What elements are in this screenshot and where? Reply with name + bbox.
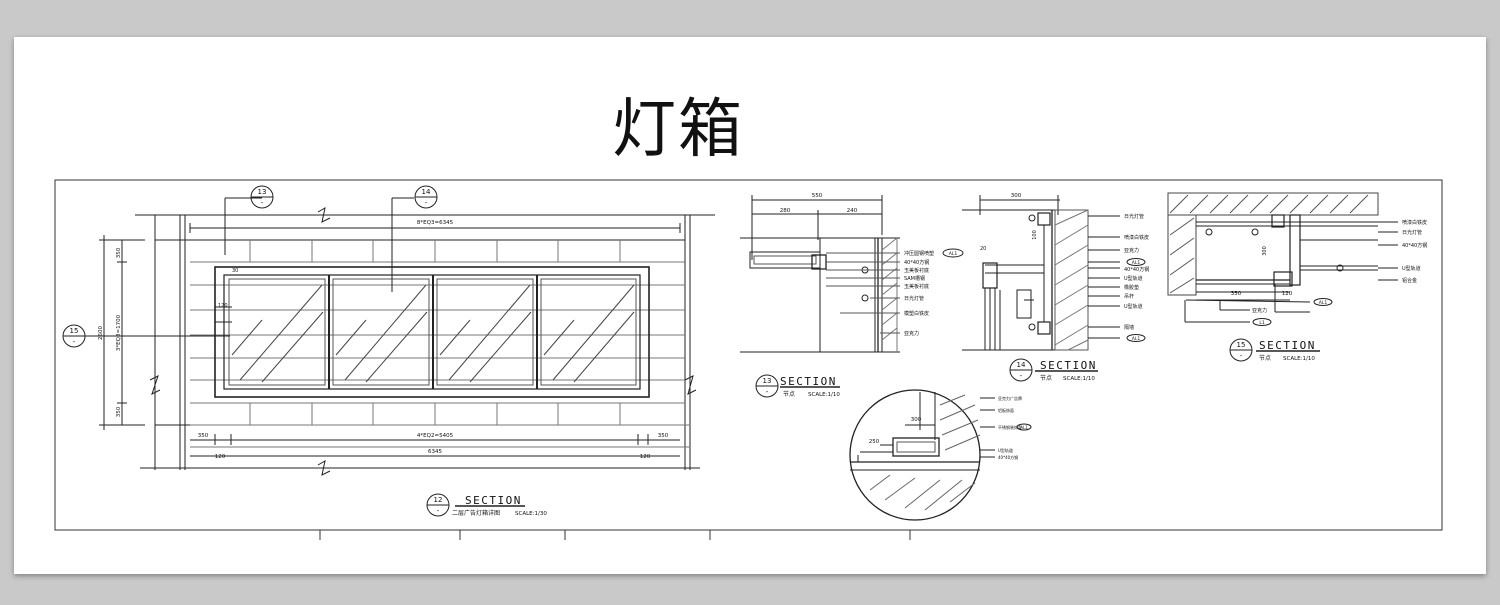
s13-label-5: 日光灯管	[904, 295, 924, 302]
s15-label-b: 亚克力	[1252, 307, 1267, 314]
s15-label-1: 日光灯管	[1402, 229, 1422, 236]
detail-dim-250: 250	[869, 439, 880, 445]
detail-circle-drawing	[849, 389, 1032, 521]
s15-tag-a: AL1	[1319, 300, 1328, 306]
dim-top-label: 8*EQ3=6345	[417, 220, 454, 226]
detail-label-3: U型轨道	[998, 447, 1013, 453]
callout-13-number: 13	[258, 188, 267, 196]
s13-desc: 节点	[783, 390, 795, 398]
s13-tag: AL1	[949, 251, 958, 257]
s14-dim-20: 20	[980, 246, 986, 252]
s13-dim-550: 550	[812, 193, 823, 199]
s14-label-1: 喷漆白铁皮	[1124, 234, 1149, 241]
s13-dim-240: 240	[847, 208, 858, 214]
dim-v-bottom: 350	[116, 406, 122, 417]
section-14-labels: 300 100 20 日光灯管 喷漆白铁皮 亚克力 AL1 40*40方钢 U型…	[980, 193, 1149, 382]
dim-right-120: 120	[640, 454, 651, 460]
detail-label-4: 40*40方钢	[998, 454, 1018, 460]
callout-15-dash: -	[73, 338, 76, 346]
s14-scale: SCALE:1/10	[1063, 376, 1095, 382]
s14-dim-100: 100	[1032, 230, 1038, 240]
s14-label-5: U型轨道	[1124, 275, 1143, 282]
section-14-drawing	[962, 195, 1146, 382]
section-12-number: 12	[434, 496, 443, 504]
s14-label-7: 吊杆	[1124, 293, 1134, 300]
dim-left-120: 120	[215, 454, 226, 460]
s13-label-7: 亚克力	[904, 330, 919, 337]
s13-word: SECTION	[780, 375, 837, 388]
section-12-scale: SCALE:1/30	[515, 511, 547, 517]
dim-left-350: 350	[198, 433, 209, 439]
s15-number: 15	[1237, 341, 1246, 349]
section-12-desc: 二层广告灯箱详图	[452, 509, 500, 517]
s13-dim-280: 280	[780, 208, 791, 214]
s14-word: SECTION	[1040, 359, 1097, 372]
dim-right-350: 350	[658, 433, 669, 439]
s13-label-0: 冲压圆钢喷塑	[904, 250, 934, 257]
s13-scale: SCALE:1/10	[808, 392, 840, 398]
s15-label-2: 40*40方钢	[1402, 242, 1427, 249]
s14-label-6: 橡胶垫	[1124, 284, 1139, 291]
s14-desc: 节点	[1040, 374, 1052, 382]
s15-dim-300: 300	[1262, 246, 1268, 256]
elevation-labels: 13 - 14 - 15 - 8*EQ3=6345 4*EQ2=5405 634…	[70, 188, 669, 517]
s14-dim-300: 300	[1011, 193, 1022, 199]
detail-label-2: 不锈钢装饰条	[998, 424, 1022, 430]
s15-dim-350: 350	[1231, 291, 1242, 297]
title-block-marks	[319, 530, 911, 540]
detail-label-1: 铝板饰面	[998, 407, 1014, 413]
s14-label-8: U型轨道	[1124, 303, 1143, 310]
dim-v-top: 350	[116, 247, 122, 258]
s13-label-1: 40*40方钢	[904, 259, 929, 266]
section-15-labels: 300 350 120 喷漆白铁皮 日光灯管 40*40方钢 U型轨道 铝合金 …	[1231, 219, 1427, 362]
s15-scale: SCALE:1/10	[1283, 356, 1315, 362]
section-12-dash: -	[437, 507, 440, 515]
callout-15-number: 15	[70, 327, 79, 335]
s14-number: 14	[1017, 361, 1026, 369]
s15-label-3: U型轨道	[1402, 265, 1421, 272]
s13-number: 13	[763, 377, 772, 385]
detail-circle-labels: 300 250 亚克力广告牌 铝板饰面 不锈钢装饰条 U型轨道 40*40方钢 …	[869, 395, 1028, 460]
dim-bottom-total-label: 6345	[428, 449, 442, 455]
elevation-view	[62, 185, 715, 517]
dim-inner-120: 120	[218, 303, 228, 309]
s13-label-6: 模塑白铁皮	[904, 310, 929, 317]
dim-bottom-mid-label: 4*EQ2=5405	[417, 433, 454, 439]
section-12-word: SECTION	[465, 494, 522, 507]
s15-dim-120: 120	[1282, 291, 1293, 297]
callout-13-dash: -	[261, 199, 264, 207]
drawing-frame	[54, 179, 1443, 531]
s14-label-9: 隔墙	[1124, 324, 1134, 331]
page-title: 灯箱	[612, 93, 744, 167]
section-13-labels: 550 280 240 冲压圆钢喷塑 40*40方钢 玉美板衬底 SAM槽钢 玉…	[763, 193, 958, 398]
callout-14-number: 14	[422, 188, 431, 196]
detail-label-0: 亚克力广告牌	[998, 395, 1022, 401]
s14-label-4: 40*40方钢	[1124, 266, 1149, 273]
drawing-sheet	[14, 37, 1486, 574]
s15-label-0: 喷漆白铁皮	[1402, 219, 1427, 226]
dim-inner-30: 30	[232, 268, 238, 274]
s14-label-3: AL1	[1132, 260, 1141, 266]
dim-v-total: 2600	[98, 326, 104, 340]
s14-label-10: AL1	[1132, 336, 1141, 342]
s14-dash: -	[1020, 372, 1023, 380]
section-13-drawing	[740, 195, 964, 398]
dim-v-mid: 3*EQ3=1700	[116, 314, 122, 351]
s14-label-2: 亚克力	[1124, 247, 1139, 254]
s13-label-3: SAM槽钢	[904, 275, 925, 282]
s13-label-4: 玉美板衬底	[904, 283, 929, 290]
s15-tag-c: L1	[1259, 320, 1265, 326]
section-15-drawing	[1167, 192, 1398, 362]
s13-label-2: 玉美板衬底	[904, 267, 929, 274]
s14-label-0: 日光灯管	[1124, 213, 1144, 220]
s15-word: SECTION	[1259, 339, 1316, 352]
callout-14-dash: -	[425, 199, 428, 207]
s15-desc: 节点	[1259, 354, 1271, 362]
detail-dim-300: 300	[911, 417, 922, 423]
detail-tag: AL1	[1020, 425, 1028, 430]
s15-label-4: 铝合金	[1402, 277, 1417, 284]
s13-dash: -	[766, 388, 769, 396]
s15-dash: -	[1240, 352, 1243, 360]
